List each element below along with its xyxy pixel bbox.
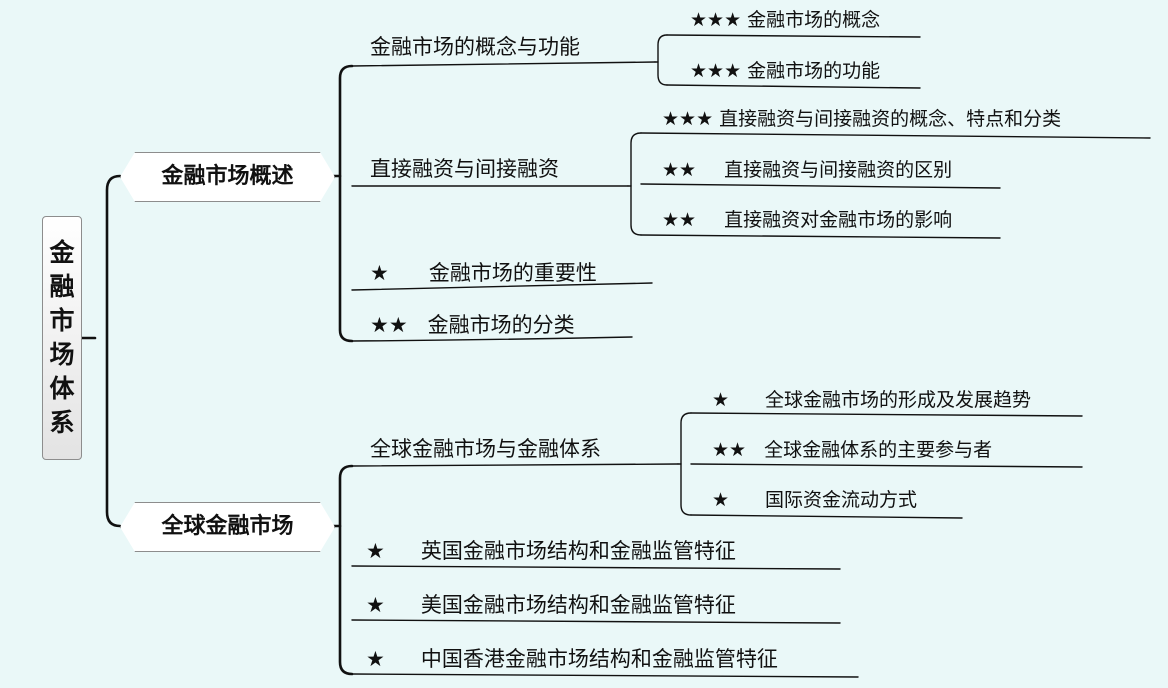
leaf-label: 直接融资与间接融资的区别 [724, 159, 953, 181]
node-concept-function: 金融市场的概念与功能 [370, 35, 580, 59]
root-node: 金 融 市 场 体 系 [42, 216, 82, 460]
star-rating: ★★ [712, 439, 747, 461]
node-label: 美国金融市场结构和金融监管特征 [420, 593, 736, 617]
branch-node-global: 全球金融市场 [120, 502, 335, 552]
node-us-market: ★ 美国金融市场结构和金融监管特征 [366, 592, 736, 618]
star-rating: ★★★ [690, 9, 742, 31]
node-label: 金融市场的重要性 [428, 261, 597, 285]
root-char: 体 [49, 374, 75, 403]
leaf-label: 直接融资与间接融资的概念、特点和分类 [719, 108, 1062, 130]
leaf-label: 全球金融市场的形成及发展趋势 [765, 389, 1032, 411]
star-rating: ★ [712, 489, 730, 511]
leaf-financing-concept: ★★★ 直接融资与间接融资的概念、特点和分类 [662, 107, 1061, 131]
node-importance: ★ 金融市场的重要性 [370, 260, 597, 286]
star-rating: ★ [712, 389, 730, 411]
star-rating: ★★ [662, 209, 697, 231]
root-char: 场 [49, 340, 75, 369]
node-label: 中国香港金融市场结构和金融监管特征 [420, 647, 778, 671]
node-direct-indirect: 直接融资与间接融资 [370, 157, 559, 181]
leaf-global-trend: ★ 全球金融市场的形成及发展趋势 [712, 388, 1031, 412]
node-uk-market: ★ 英国金融市场结构和金融监管特征 [366, 538, 736, 564]
leaf-capital-flow: ★ 国际资金流动方式 [712, 488, 917, 512]
leaf-label: 金融市场的功能 [747, 60, 881, 82]
root-char: 融 [49, 272, 75, 301]
root-char: 系 [49, 408, 75, 437]
node-hk-market: ★ 中国香港金融市场结构和金融监管特征 [366, 646, 778, 672]
branch-node-overview: 金融市场概述 [120, 152, 335, 202]
leaf-financing-difference: ★★ 直接融资与间接融资的区别 [662, 158, 952, 182]
leaf-financing-impact: ★★ 直接融资对金融市场的影响 [662, 208, 952, 232]
root-char: 金 [49, 238, 75, 267]
leaf-label: 直接融资对金融市场的影响 [724, 209, 953, 231]
node-label: 金融市场的分类 [427, 313, 575, 337]
star-rating: ★★★ [690, 60, 742, 82]
star-rating: ★★★ [662, 108, 714, 130]
node-classification: ★★ 金融市场的分类 [370, 312, 575, 338]
root-char: 市 [49, 306, 75, 335]
star-rating: ★ [366, 647, 385, 671]
star-rating: ★★ [370, 313, 408, 337]
leaf-label: 国际资金流动方式 [765, 489, 918, 511]
node-global-system: 全球金融市场与金融体系 [370, 437, 601, 461]
leaf-label: 全球金融体系的主要参与者 [764, 439, 993, 461]
leaf-market-function: ★★★ 金融市场的功能 [690, 59, 880, 83]
star-rating: ★★ [662, 159, 697, 181]
star-rating: ★ [370, 261, 389, 285]
leaf-global-participants: ★★ 全球金融体系的主要参与者 [712, 438, 992, 462]
star-rating: ★ [366, 539, 385, 563]
node-label: 英国金融市场结构和金融监管特征 [420, 539, 736, 563]
leaf-market-concept: ★★★ 金融市场的概念 [690, 8, 880, 32]
star-rating: ★ [366, 593, 385, 617]
leaf-label: 金融市场的概念 [747, 9, 881, 31]
